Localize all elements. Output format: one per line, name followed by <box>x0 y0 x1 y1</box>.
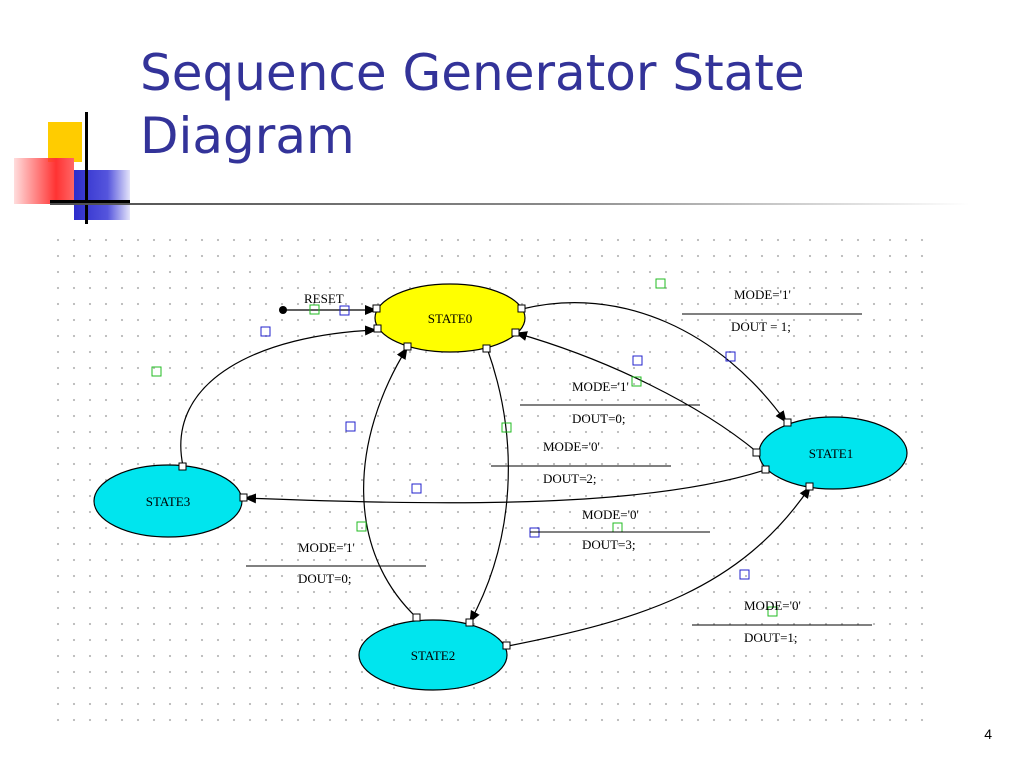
label-state1-to-state0: MODE='1' DOUT=0; <box>520 379 700 426</box>
anchor-marker <box>356 521 367 532</box>
handle <box>412 613 421 622</box>
handle <box>511 328 520 337</box>
state2-label: STATE2 <box>411 648 455 663</box>
anchor-marker <box>411 483 422 494</box>
label-state0-to-state2: MODE='0' DOUT=2; <box>491 439 671 486</box>
handle <box>502 641 511 650</box>
state3-node[interactable]: STATE3 <box>93 464 243 538</box>
handle <box>482 344 491 353</box>
handle <box>752 448 761 457</box>
label-state2-to-state1: MODE='0' DOUT=1; <box>692 598 872 645</box>
anchor-marker <box>725 351 736 362</box>
handle <box>239 493 248 502</box>
anchor-marker <box>309 304 320 315</box>
condition-text: MODE='1' <box>734 287 791 302</box>
slide-title-line1: Sequence Generator State <box>140 44 805 102</box>
output-text: DOUT=3; <box>582 537 636 552</box>
anchor-marker <box>767 606 778 617</box>
deco-red-square <box>14 158 74 204</box>
title-underline <box>50 203 970 205</box>
reset-dot <box>279 306 287 314</box>
handle <box>372 304 381 313</box>
label-state2-to-state0: MODE='1' DOUT=0; <box>246 540 426 586</box>
edge-state3-to-state0 <box>180 325 377 467</box>
page-number: 4 <box>984 726 992 742</box>
anchor-marker <box>339 305 350 316</box>
anchor-marker <box>151 366 162 377</box>
deco-horizontal-line <box>50 200 130 203</box>
anchor-marker <box>345 421 356 432</box>
edge-state1-to-state3 <box>244 469 766 504</box>
anchor-marker <box>260 326 271 337</box>
condition-text: MODE='0' <box>582 507 639 522</box>
condition-text: MODE='0' <box>543 439 600 454</box>
edge-state0-to-state2 <box>469 347 509 623</box>
handle <box>403 342 412 351</box>
condition-text: MODE='0' <box>744 598 801 613</box>
anchor-marker <box>632 355 643 366</box>
state3-label: STATE3 <box>146 494 190 509</box>
handle <box>783 418 792 427</box>
label-state0-to-state1: MODE='1' DOUT = 1; <box>682 287 862 334</box>
deco-vertical-line <box>85 112 88 224</box>
output-text: DOUT=0; <box>298 571 352 586</box>
handle <box>517 304 526 313</box>
state1-node[interactable]: STATE1 <box>758 416 908 490</box>
edge-state0-to-state1 <box>521 302 787 423</box>
deco-blue-square <box>74 170 130 220</box>
reset-label: RESET <box>304 291 344 306</box>
anchor-marker <box>501 422 512 433</box>
anchor-marker <box>631 376 642 387</box>
anchor-marker <box>655 278 666 289</box>
handle <box>805 482 814 491</box>
anchor-marker <box>739 569 750 580</box>
label-state1-to-state3: MODE='0' DOUT=3; <box>530 507 710 552</box>
state0-node[interactable]: STATE0 <box>374 283 526 353</box>
anchor-marker <box>612 522 623 533</box>
handle <box>465 618 474 627</box>
output-text: DOUT=2; <box>543 471 597 486</box>
output-text: DOUT=1; <box>744 630 798 645</box>
state1-label: STATE1 <box>809 446 853 461</box>
output-text: DOUT=0; <box>572 411 626 426</box>
edge-state2-to-state0 <box>363 347 418 619</box>
state0-label: STATE0 <box>428 311 472 326</box>
edge-state2-to-state1 <box>507 486 811 647</box>
slide-title: Sequence Generator State Diagram <box>140 42 1000 168</box>
state2-node[interactable]: STATE2 <box>358 619 508 691</box>
handle <box>178 462 187 471</box>
output-text: DOUT = 1; <box>731 319 791 334</box>
edge-state1-to-state0 <box>515 331 758 453</box>
condition-text: MODE='1' <box>572 379 629 394</box>
handle <box>373 324 382 333</box>
deco-yellow-square <box>48 122 82 162</box>
handle <box>761 465 770 474</box>
slide-title-line2: Diagram <box>140 107 355 165</box>
condition-text: MODE='1' <box>298 540 355 555</box>
